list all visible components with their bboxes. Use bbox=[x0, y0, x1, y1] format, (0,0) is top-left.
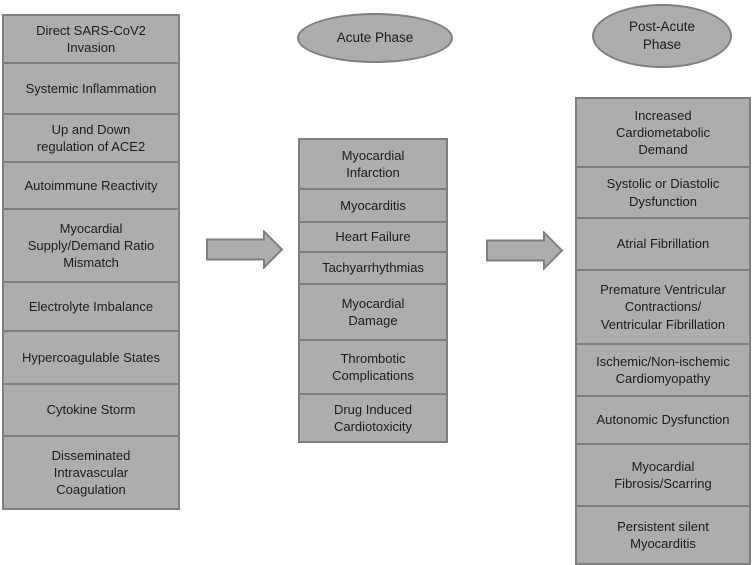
acute-box-myocardial-damage: Myocardial Damage bbox=[298, 283, 448, 341]
causes-column: Direct SARS-CoV2 Invasion Systemic Infla… bbox=[2, 14, 180, 510]
postacute-box-persistent-silent-myocarditis: Persistent silent Myocarditis bbox=[575, 505, 751, 565]
acute-box-heart-failure: Heart Failure bbox=[298, 221, 448, 253]
cause-box-direct-sars-cov2-invasion: Direct SARS-CoV2 Invasion bbox=[2, 14, 180, 64]
cause-box-ace2-regulation: Up and Down regulation of ACE2 bbox=[2, 113, 180, 163]
cause-box-disseminated-intravascular-coagulation: Disseminated Intravascular Coagulation bbox=[2, 435, 180, 510]
postacute-box-atrial-fibrillation: Atrial Fibrillation bbox=[575, 217, 751, 271]
postacute-box-increased-cardiometabolic-demand: Increased Cardiometabolic Demand bbox=[575, 97, 751, 168]
acute-phase-ellipse: Acute Phase bbox=[297, 13, 453, 63]
post-acute-phase-column: Increased Cardiometabolic Demand Systoli… bbox=[575, 97, 751, 565]
acute-phase-column: Myocardial Infarction Myocarditis Heart … bbox=[298, 138, 448, 443]
postacute-box-pvc-ventricular-fibrillation: Premature Ventricular Contractions/ Vent… bbox=[575, 269, 751, 345]
post-acute-phase-ellipse: Post-Acute Phase bbox=[592, 4, 732, 68]
postacute-box-cardiomyopathy: Ischemic/Non-ischemic Cardiomyopathy bbox=[575, 343, 751, 397]
acute-box-tachyarrhythmias: Tachyarrhythmias bbox=[298, 251, 448, 285]
acute-box-myocarditis: Myocarditis bbox=[298, 188, 448, 223]
arrow-right-icon bbox=[206, 230, 284, 269]
cause-box-electrolyte-imbalance: Electrolyte Imbalance bbox=[2, 281, 180, 332]
cause-box-autoimmune-reactivity: Autoimmune Reactivity bbox=[2, 161, 180, 210]
acute-box-myocardial-infarction: Myocardial Infarction bbox=[298, 138, 448, 190]
cause-box-hypercoagulable-states: Hypercoagulable States bbox=[2, 330, 180, 385]
postacute-box-myocardial-fibrosis-scarring: Myocardial Fibrosis/Scarring bbox=[575, 443, 751, 507]
acute-box-thrombotic-complications: Thrombotic Complications bbox=[298, 339, 448, 395]
cause-box-systemic-inflammation: Systemic Inflammation bbox=[2, 62, 180, 115]
acute-box-drug-induced-cardiotoxicity: Drug Induced Cardiotoxicity bbox=[298, 393, 448, 443]
cause-box-supply-demand-mismatch: Myocardial Supply/Demand Ratio Mismatch bbox=[2, 208, 180, 283]
postacute-box-autonomic-dysfunction: Autonomic Dysfunction bbox=[575, 395, 751, 445]
arrow-right-icon bbox=[486, 231, 564, 270]
cause-box-cytokine-storm: Cytokine Storm bbox=[2, 383, 180, 437]
postacute-box-systolic-diastolic-dysfunction: Systolic or Diastolic Dysfunction bbox=[575, 166, 751, 219]
